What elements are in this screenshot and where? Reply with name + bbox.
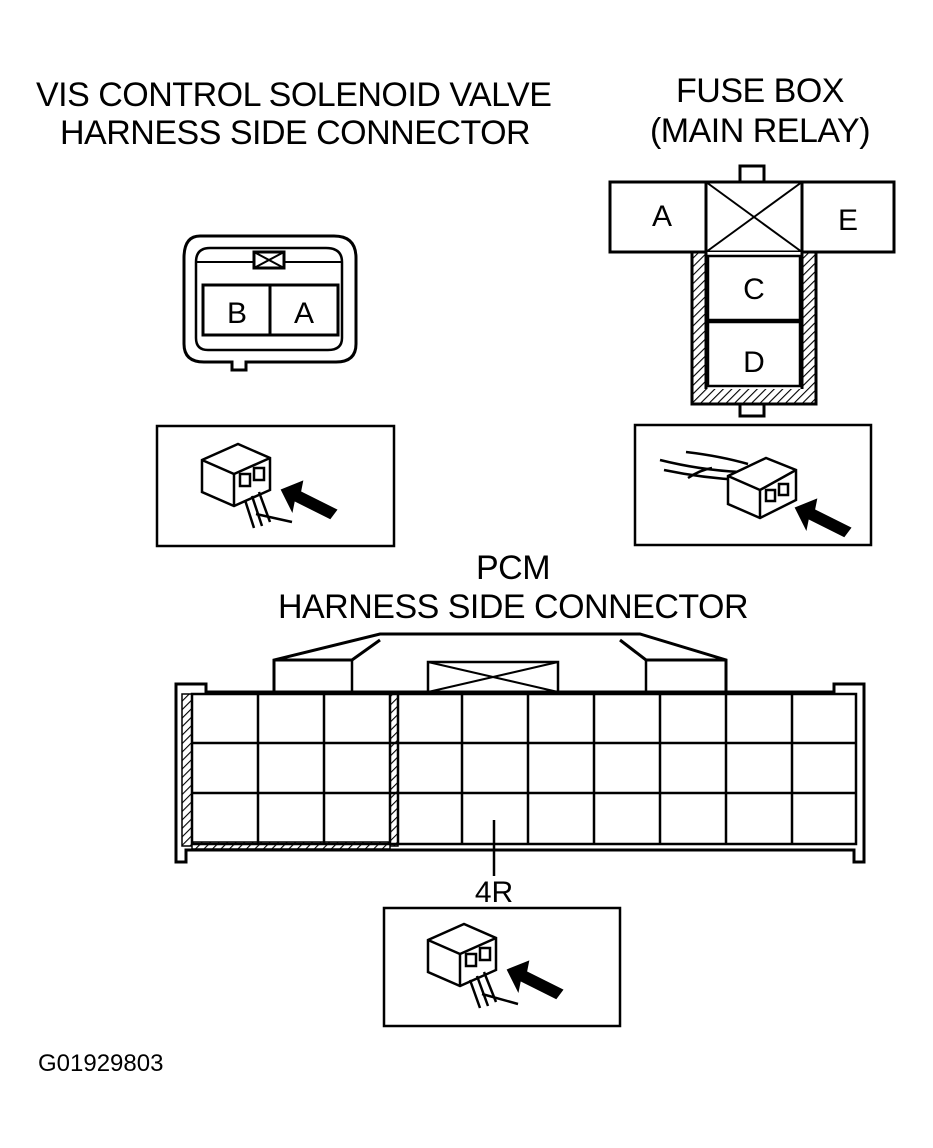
pcm-title-line1: PCM — [475, 549, 551, 587]
fuse-terminal-a: A — [652, 200, 672, 233]
vis-title-line2: HARNESS SIDE CONNECTOR — [60, 114, 531, 152]
fuse-terminal-e: E — [838, 204, 858, 237]
probe-arrow-icon — [280, 480, 338, 520]
probe-connector-icon — [200, 442, 293, 529]
vis-terminal-b: B — [227, 297, 247, 330]
vis-connector — [182, 234, 358, 372]
probe-connector-icon — [426, 922, 519, 1009]
fuse-box-connector — [608, 164, 896, 418]
vis-terminal-a: A — [294, 297, 314, 330]
vis-title-line1: VIS CONTROL SOLENOID VALVE — [36, 76, 552, 114]
probe-arrow-icon — [794, 498, 852, 538]
fuse-terminal-d: D — [743, 346, 765, 379]
fuse-title-line2: (MAIN RELAY) — [649, 112, 871, 150]
fuse-title-line1: FUSE BOX — [676, 72, 844, 110]
probe-connector-icon — [659, 450, 798, 520]
vis-probe-inset — [155, 424, 396, 548]
fuse-probe-inset — [633, 423, 873, 547]
pcm-title-line2: HARNESS SIDE CONNECTOR — [277, 588, 749, 626]
pcm-probe-inset — [382, 906, 622, 1028]
figure-code: G01929803 — [38, 1050, 164, 1077]
pcm-connector — [174, 632, 866, 876]
probe-arrow-icon — [506, 960, 564, 1000]
pcm-terminal-4r-label: 4R — [475, 876, 513, 909]
fuse-terminal-c: C — [743, 273, 765, 306]
